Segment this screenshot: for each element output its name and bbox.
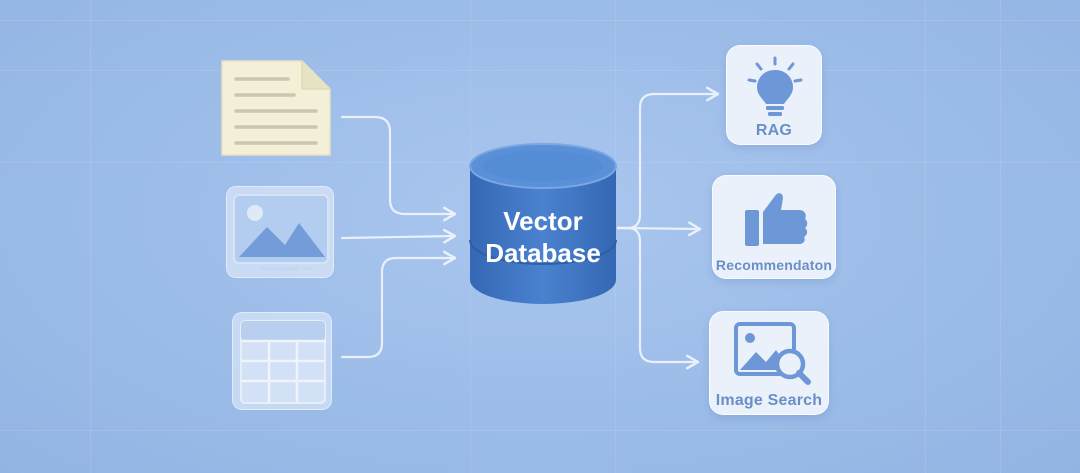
output-recommendation: Recommendaton: [712, 175, 836, 279]
connector-document-to-db: [340, 115, 457, 222]
connector-db-to-image-search: [616, 226, 700, 370]
image-icon: [233, 194, 329, 270]
output-image-search: Image Search: [709, 311, 829, 415]
recommendation-label: Recommendaton: [715, 257, 833, 273]
input-image: [226, 186, 334, 278]
table-icon: [240, 320, 326, 404]
connector-db-to-rag: [616, 86, 720, 230]
grid-line: [1000, 0, 1001, 473]
grid-line: [925, 0, 926, 473]
lightbulb-icon: [747, 56, 803, 116]
input-table: [232, 312, 332, 410]
vector-database-label: Vector Database: [470, 205, 616, 269]
rag-label: RAG: [755, 122, 793, 139]
grid-line: [0, 70, 1080, 71]
connector-image-to-db: [340, 228, 457, 244]
input-document: [218, 57, 334, 159]
thumbs-up-icon: [745, 193, 808, 246]
document-icon: [221, 60, 331, 156]
image-search-label: Image Search: [715, 392, 823, 409]
database-cylinder-icon: [469, 143, 617, 304]
grid-line: [0, 20, 1080, 21]
vector-database-node: [466, 140, 620, 310]
grid-line: [90, 0, 91, 473]
connector-table-to-db: [340, 250, 457, 359]
image-search-icon: [734, 322, 811, 385]
grid-line: [0, 430, 1080, 431]
output-rag: RAG: [726, 45, 822, 145]
db-label-line1: Vector: [503, 206, 583, 236]
db-label-line2: Database: [485, 238, 601, 268]
